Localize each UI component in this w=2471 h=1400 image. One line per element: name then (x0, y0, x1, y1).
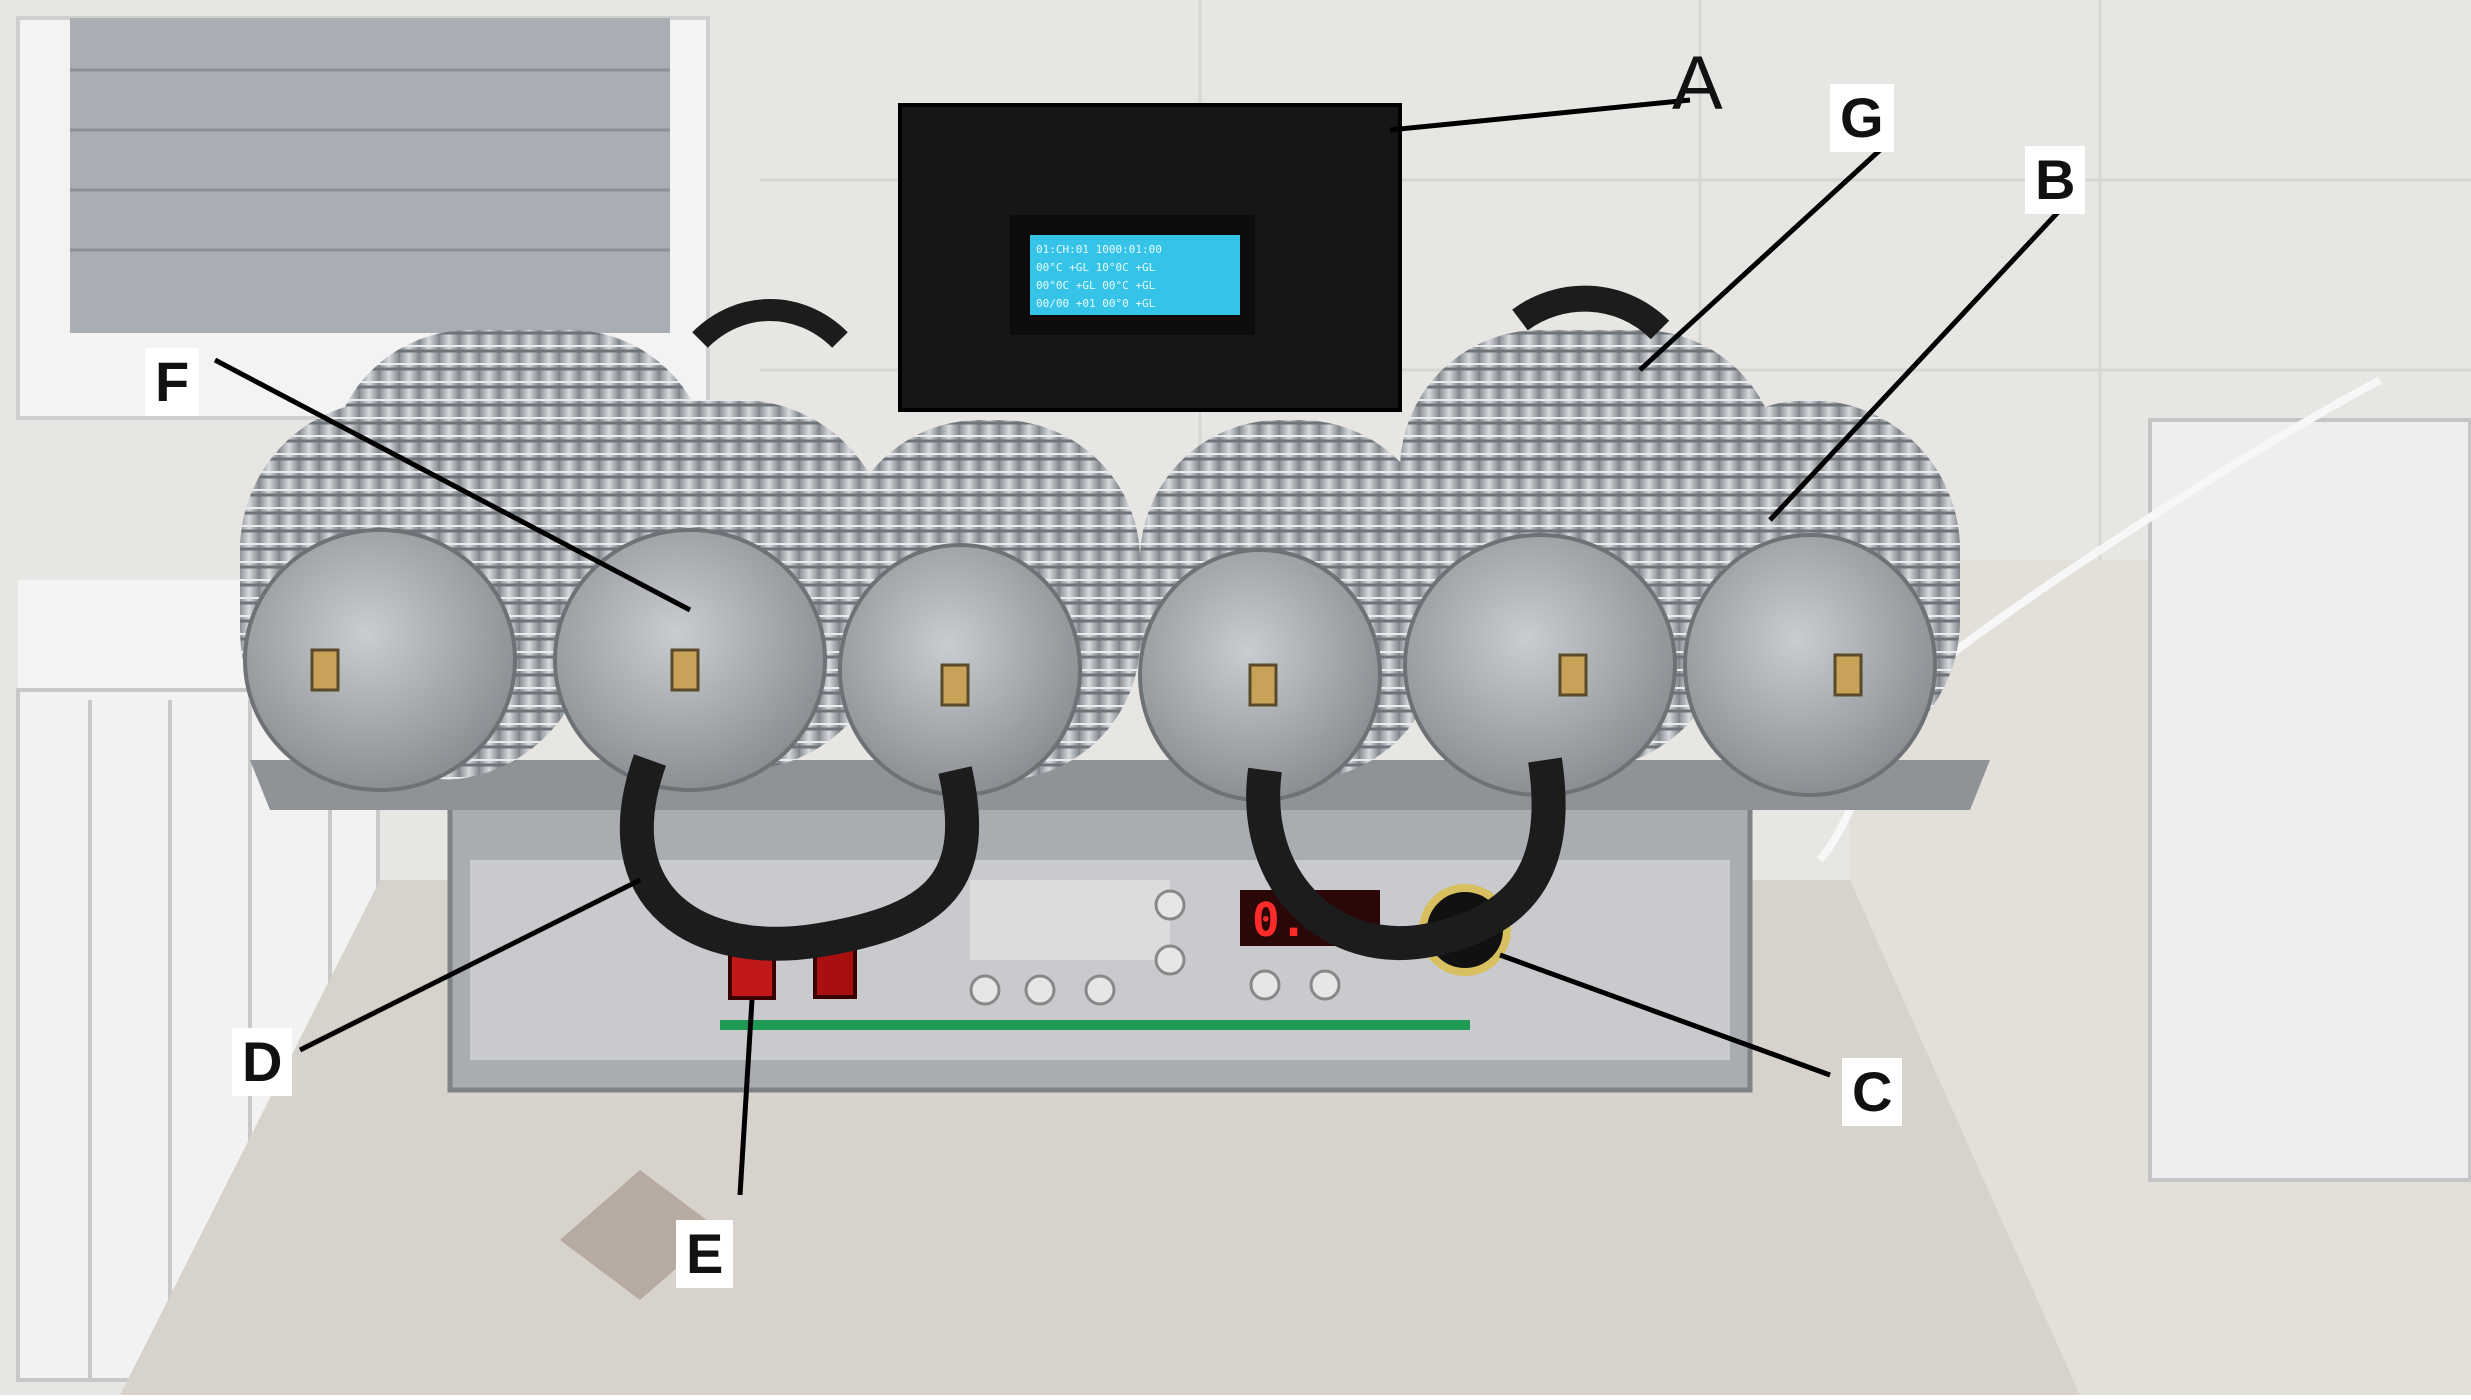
leader-f (213, 357, 692, 613)
top-hose (1512, 285, 1670, 340)
label-c: C (1842, 1058, 1903, 1126)
leader-e (737, 999, 755, 1196)
connecting-hose-right (1246, 757, 1566, 961)
label-d: D (232, 1028, 293, 1096)
leader-lines (213, 97, 2062, 1196)
side-appliance (2148, 418, 2471, 1182)
valves (310, 648, 1863, 707)
label-b: B (2025, 146, 2086, 214)
leader-b (1768, 208, 2062, 522)
label-g: G (1830, 84, 1894, 152)
small-card (560, 1170, 720, 1300)
window-blind (70, 18, 670, 333)
panel-buttons (969, 889, 1341, 1006)
lcd-text: 01:CH:01 1000:01:00 00°C +GL 10°0C +GL 0… (1036, 243, 1162, 310)
panel-label-plate (970, 880, 1170, 960)
leader-g (1638, 148, 1882, 372)
label-f: F (145, 348, 200, 416)
leader-a (1389, 97, 1691, 133)
top-hose-left (692, 299, 848, 349)
lcd-screen (1030, 235, 1240, 315)
power-switch[interactable] (728, 938, 776, 1000)
lcd-line-1: 01:CH:01 1000:01:00 (1036, 243, 1162, 256)
platform-plate (250, 760, 1990, 810)
connecting-hose-left (619, 754, 980, 961)
leader-d (298, 877, 642, 1053)
panel-stripe (720, 1020, 1470, 1030)
lcd-line-3: 00°0C +GL 00°C +GL (1036, 279, 1156, 292)
label-e: E (676, 1220, 734, 1288)
lcd-line-2: 00°C +GL 10°0C +GL (1036, 261, 1156, 274)
leader-c (1499, 952, 1831, 1078)
lcd-line-4: 00/00 +01 00°0 +GL (1036, 297, 1156, 310)
label-a: A (1672, 41, 1723, 126)
blind-slats (70, 68, 670, 252)
